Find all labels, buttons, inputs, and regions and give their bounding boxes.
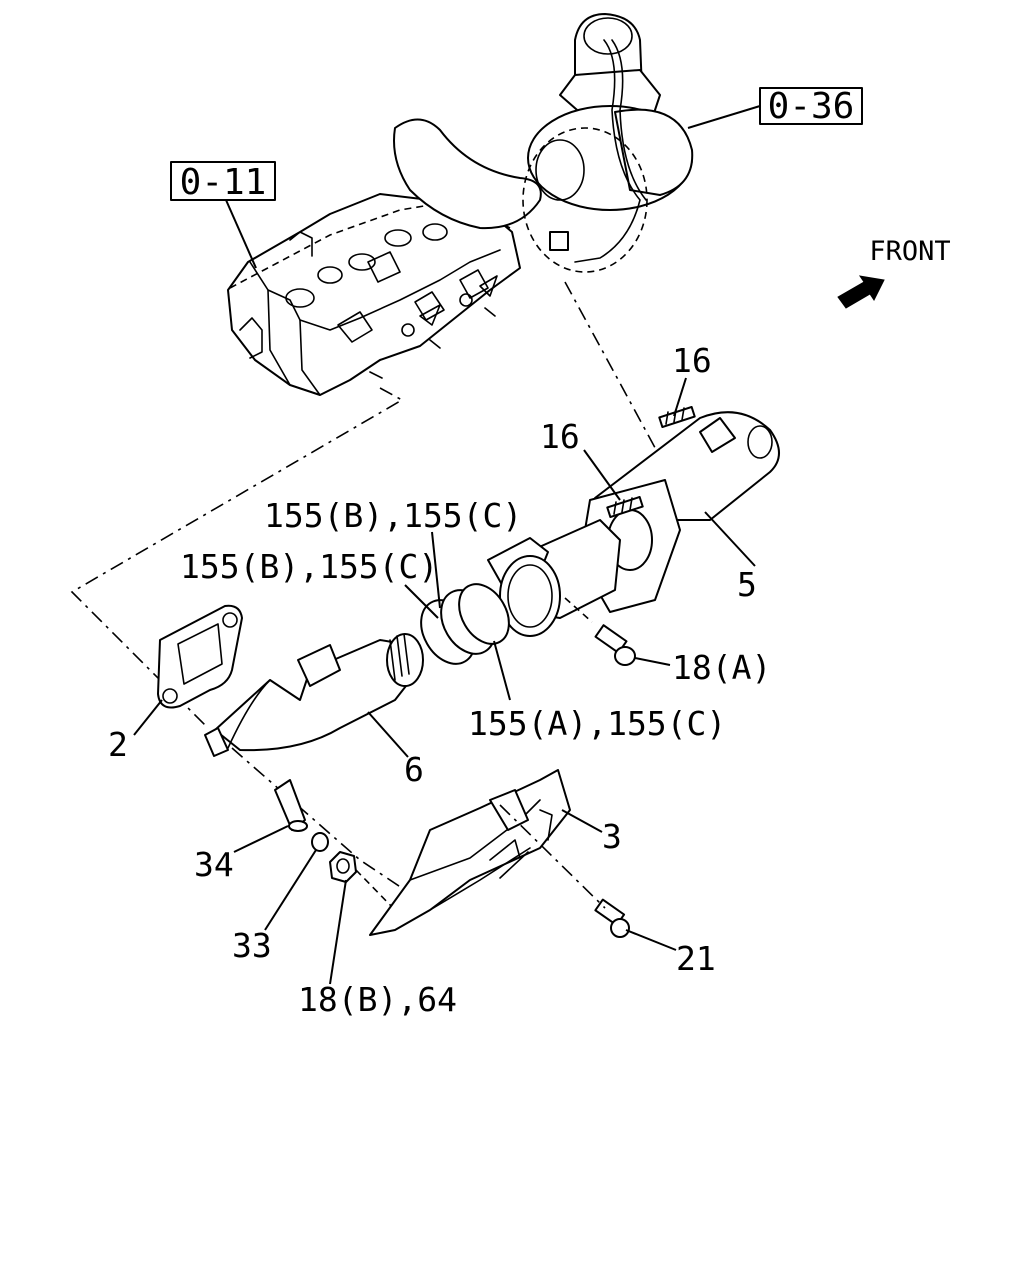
reference-cylinder-head[interactable]: 0-11 bbox=[170, 161, 276, 269]
leader-lines bbox=[133, 377, 756, 985]
heat-shield bbox=[369, 769, 571, 936]
arrow-front-icon bbox=[837, 275, 885, 309]
callout-nut: 18(B),64 bbox=[298, 980, 457, 1019]
centerline-bolt bbox=[231, 747, 421, 901]
centerline-turbo bbox=[564, 281, 679, 491]
spacer bbox=[274, 779, 308, 832]
callout-rings-upper: 155(B),155(C) bbox=[264, 496, 522, 535]
exhaust-pipe-rear bbox=[204, 633, 424, 757]
callout-heat-shield: 3 bbox=[602, 817, 622, 856]
seal-rings bbox=[420, 583, 510, 665]
stud-upper bbox=[658, 405, 696, 429]
callout-rings-lower: 155(B),155(C) bbox=[180, 547, 438, 586]
exhaust-pipe-front bbox=[487, 411, 780, 637]
bolt-21 bbox=[594, 898, 630, 938]
callout-bolt-21: 21 bbox=[676, 939, 716, 978]
callout-stud-lower: 16 bbox=[540, 417, 580, 456]
reference-turbo-label: 0-36 bbox=[768, 86, 855, 127]
front-label: FRONT bbox=[869, 236, 950, 267]
gasket bbox=[157, 604, 243, 709]
callout-gasket: 2 bbox=[108, 725, 128, 764]
callout-stud-upper: 16 bbox=[672, 341, 712, 380]
washer bbox=[311, 832, 329, 852]
front-indicator: FRONT bbox=[837, 236, 951, 309]
cylinder-head bbox=[227, 193, 521, 396]
reference-cylinder-head-label: 0-11 bbox=[180, 162, 267, 203]
callout-washer: 33 bbox=[232, 926, 272, 965]
callout-pipe-front: 5 bbox=[737, 565, 757, 604]
callout-bolt-a: 18(A) bbox=[672, 648, 771, 687]
callout-pipe-rear: 6 bbox=[404, 750, 424, 789]
nut-centerline bbox=[355, 869, 396, 911]
stud-lower bbox=[606, 495, 644, 519]
callout-spacer: 34 bbox=[194, 845, 234, 884]
nut bbox=[329, 851, 357, 883]
centerline-gasket bbox=[70, 387, 404, 726]
callout-rings-a: 155(A),155(C) bbox=[468, 704, 726, 743]
turbocharger bbox=[393, 13, 694, 273]
reference-turbo[interactable]: 0-36 bbox=[687, 86, 863, 129]
bolt-18a bbox=[594, 624, 636, 666]
bolt-21-centerline bbox=[499, 804, 606, 909]
